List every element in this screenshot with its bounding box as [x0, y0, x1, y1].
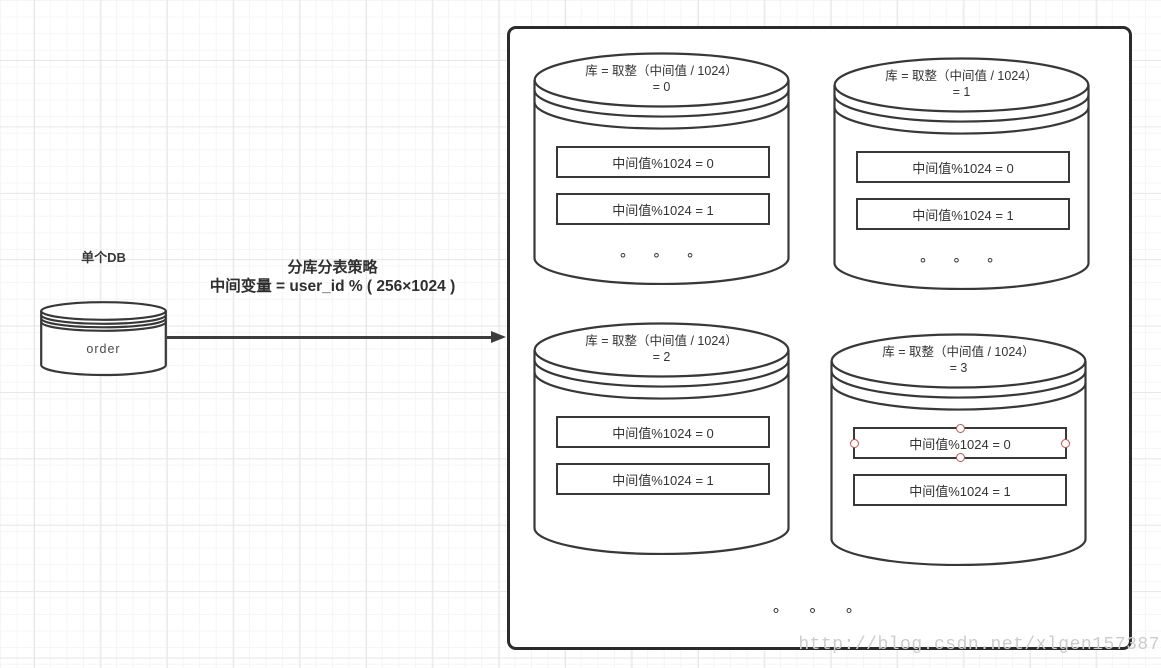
shard-db-rule: 库 = 取整（中间值 / 1024） = 2 [533, 333, 790, 365]
table-box: 中间值%1024 = 0 [856, 151, 1070, 183]
db-rule-line1: 库 = 取整（中间值 / 1024） [885, 69, 1038, 83]
arrow-head-icon [491, 331, 506, 343]
table-box-selected: 中间值%1024 = 0 [850, 424, 1070, 462]
selection-handle-icon [955, 453, 965, 462]
database-cylinder-icon [830, 333, 1087, 566]
ellipsis-dots: ∘ ∘ ∘ [771, 602, 865, 619]
selection-handle-icon [850, 438, 859, 448]
shard-db-rule: 库 = 取整（中间值 / 1024） = 0 [533, 63, 790, 95]
strategy-formula: 中间变量 = user_id % ( 256×1024 ) [209, 278, 456, 295]
shard-db-1: 库 = 取整（中间值 / 1024） = 1 中间值%1024 = 0 中间值%… [833, 57, 1090, 290]
ellipsis-dots: ∘ ∘ ∘ [618, 247, 705, 264]
table-rule: 中间值%1024 = 0 [909, 436, 1011, 452]
db-rule-line2: = 1 [952, 85, 971, 99]
shard-db-rule: 库 = 取整（中间值 / 1024） = 3 [830, 344, 1087, 376]
database-cylinder-icon [533, 322, 790, 555]
table-rule: 中间值%1024 = 1 [612, 472, 714, 488]
table-box: 中间值%1024 = 0 [556, 146, 770, 178]
table-box: 中间值%1024 = 1 [856, 198, 1070, 230]
source-db-name: order [86, 342, 121, 356]
table-box: 中间值%1024 = 1 [556, 193, 770, 225]
table-rule: 中间值%1024 = 1 [912, 207, 1014, 223]
database-cylinder-icon [40, 301, 167, 377]
table-rule: 中间值%1024 = 1 [612, 202, 714, 218]
db-rule-line2: = 3 [949, 361, 968, 375]
shard-db-0: 库 = 取整（中间值 / 1024） = 0 中间值%1024 = 0 中间值%… [533, 52, 790, 285]
selection-handle-icon [1061, 438, 1070, 448]
table-box: 中间值%1024 = 1 [853, 474, 1067, 506]
database-cylinder-icon [533, 52, 790, 285]
db-rule-line1: 库 = 取整（中间值 / 1024） [585, 334, 738, 348]
shard-db-rule: 库 = 取整（中间值 / 1024） = 1 [833, 68, 1090, 100]
table-rule: 中间值%1024 = 0 [612, 425, 714, 441]
strategy-caption: 分库分表策略 中间变量 = user_id % ( 256×1024 ) [155, 258, 510, 297]
db-rule-line2: = 0 [652, 80, 671, 94]
table-rule: 中间值%1024 = 0 [912, 160, 1014, 176]
shard-db-3: 库 = 取整（中间值 / 1024） = 3 中间值%1024 = 0 中间值%… [830, 333, 1087, 566]
database-cylinder-icon [833, 57, 1090, 290]
ellipsis-dots: ∘ ∘ ∘ [918, 252, 1005, 269]
strategy-title: 分库分表策略 [287, 259, 378, 276]
db-rule-line1: 库 = 取整（中间值 / 1024） [585, 64, 738, 78]
db-rule-line2: = 2 [652, 350, 671, 364]
table-box: 中间值%1024 = 1 [556, 463, 770, 495]
shard-db-2: 库 = 取整（中间值 / 1024） = 2 中间值%1024 = 0 中间值%… [533, 322, 790, 555]
table-box: 中间值%1024 = 0 [556, 416, 770, 448]
db-rule-line1: 库 = 取整（中间值 / 1024） [882, 345, 1035, 359]
table-rule: 中间值%1024 = 0 [612, 155, 714, 171]
table-rule: 中间值%1024 = 1 [909, 483, 1011, 499]
selection-handle-icon [955, 424, 965, 433]
watermark-url: http://blog.csdn.net/xlgen157387 [798, 635, 1160, 655]
arrow-line [167, 336, 493, 339]
source-db-label: 单个DB [81, 250, 126, 265]
